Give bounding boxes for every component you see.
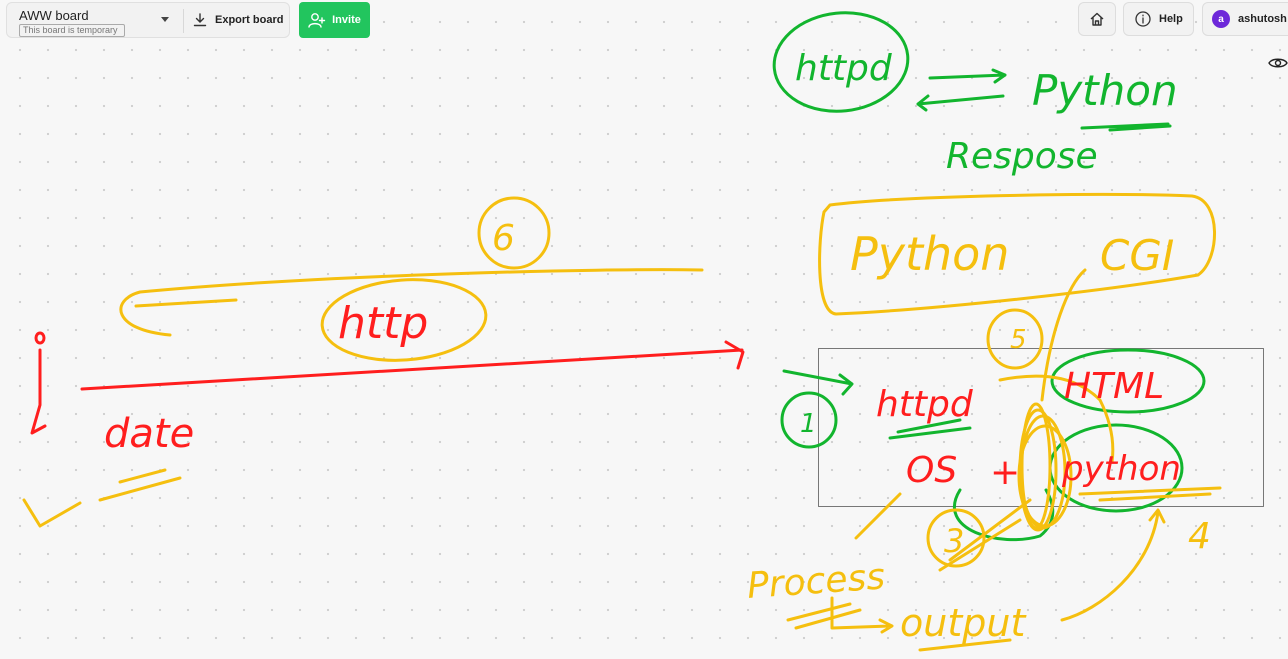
incoming-arrow xyxy=(782,369,854,396)
scribble-4 xyxy=(1017,424,1073,528)
export-board-button[interactable]: Export board xyxy=(193,3,283,37)
python-top-text: Python xyxy=(1032,66,1178,115)
one-text: 1 xyxy=(800,409,817,439)
top-return-line xyxy=(119,268,704,337)
board-selector[interactable]: AWW board This board is temporary xyxy=(7,3,181,37)
person-figure xyxy=(30,331,47,435)
python-box-text: python xyxy=(1061,449,1181,489)
httpd-underline xyxy=(888,418,972,440)
arrow-to-python xyxy=(928,68,1007,84)
http-oval xyxy=(320,278,488,362)
user-menu[interactable]: a ashutosh si xyxy=(1202,2,1288,36)
arrow-back xyxy=(916,94,1005,112)
board-name: AWW board xyxy=(19,8,89,23)
five-text: 5 xyxy=(1010,325,1027,355)
response-text: Respose xyxy=(946,136,1098,177)
three-circle xyxy=(926,508,986,568)
date-underline xyxy=(98,468,182,502)
eye-icon[interactable] xyxy=(1268,55,1288,71)
httpd-top-text: httpd xyxy=(795,48,893,89)
python-cgi-text-1: Python xyxy=(850,227,1009,281)
process-underline xyxy=(786,602,862,630)
six-circle xyxy=(477,196,551,270)
three-text: 3 xyxy=(944,522,964,560)
home-button[interactable] xyxy=(1078,2,1116,36)
add-user-icon xyxy=(308,13,326,28)
invite-label: Invite xyxy=(332,14,361,26)
export-board-label: Export board xyxy=(215,14,284,26)
python-cgi-outline xyxy=(818,192,1216,316)
process-text: Process xyxy=(746,556,887,607)
html-oval xyxy=(1050,348,1206,414)
plus-text: + xyxy=(990,452,1020,493)
date-text: date xyxy=(104,411,194,457)
python-underline xyxy=(1080,122,1172,132)
to-process-line xyxy=(854,492,902,540)
scribble-3 xyxy=(1020,402,1052,530)
sketch-httpd-python xyxy=(772,11,1172,132)
server-yellow xyxy=(786,268,1222,652)
httpd-box-text: httpd xyxy=(876,384,974,425)
one-circle xyxy=(780,391,838,449)
request-arrow-head xyxy=(724,340,745,370)
invite-button[interactable]: Invite xyxy=(299,2,370,38)
five-oval xyxy=(986,308,1044,370)
help-label: Help xyxy=(1159,13,1183,25)
to-four-curve xyxy=(1060,508,1166,622)
scribble-out-1 xyxy=(938,498,1032,572)
board-temporary-badge: This board is temporary xyxy=(19,24,125,37)
os-text: OS xyxy=(906,450,957,491)
avatar: a xyxy=(1212,10,1230,28)
help-button[interactable]: Help xyxy=(1123,2,1194,36)
user-name: ashutosh si xyxy=(1238,13,1288,25)
html-link-line xyxy=(998,374,1115,464)
httpd-top-circle xyxy=(772,11,910,113)
info-icon xyxy=(1135,11,1151,27)
four-text: 4 xyxy=(1188,516,1211,557)
output-text: output xyxy=(900,601,1027,645)
check-mark xyxy=(22,498,82,528)
python-cgi-box xyxy=(818,192,1216,316)
html-text: HTML xyxy=(1064,366,1164,407)
sketch-http xyxy=(22,196,704,528)
toolbar-divider xyxy=(183,9,184,33)
http-text: http xyxy=(338,298,428,349)
left-arrow-head xyxy=(134,298,238,308)
six-text: 6 xyxy=(492,218,515,259)
python-cgi-text-2: CGI xyxy=(1100,231,1174,280)
sketch-red xyxy=(30,331,745,435)
request-line xyxy=(80,348,744,391)
download-icon xyxy=(193,13,207,27)
output-underline xyxy=(918,638,1012,652)
python-underline-yellow xyxy=(1078,486,1222,502)
home-icon xyxy=(1090,12,1104,26)
chevron-down-icon[interactable] xyxy=(161,17,169,22)
board-toolbar: AWW board This board is temporary Export… xyxy=(6,2,290,38)
